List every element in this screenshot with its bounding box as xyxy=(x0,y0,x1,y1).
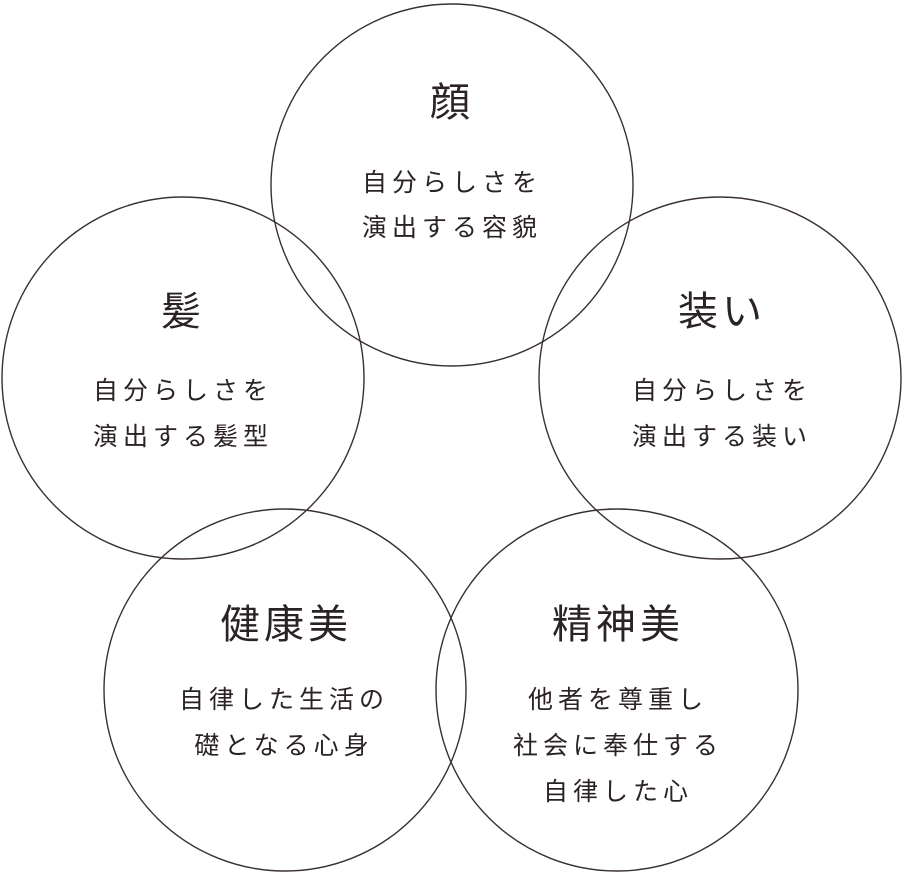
attire-title: 装い xyxy=(678,289,766,335)
attire-circle xyxy=(538,196,902,560)
hair-circle xyxy=(1,196,365,560)
face-title: 顔 xyxy=(430,80,474,126)
face-group: 顔 自分らしさを 演出する容貌 xyxy=(362,80,542,242)
spirit-title: 精神美 xyxy=(552,602,684,648)
hair-group: 髪 自分らしさを 演出する髪型 xyxy=(93,289,273,451)
spirit-desc-line-2: 社会に奉仕する xyxy=(513,731,723,760)
face-circle xyxy=(270,3,634,367)
hair-desc-line-2: 演出する髪型 xyxy=(93,422,273,451)
attire-group: 装い 自分らしさを 演出する装い xyxy=(632,289,812,451)
spirit-desc-line-3: 自律した心 xyxy=(543,777,693,806)
spirit-desc-line-1: 他者を尊重し xyxy=(528,685,708,714)
health-circle xyxy=(103,508,467,872)
hair-title: 髪 xyxy=(161,289,205,335)
spirit-group: 精神美 他者を尊重し 社会に奉仕する 自律した心 xyxy=(513,602,723,806)
health-title: 健康美 xyxy=(220,602,352,648)
circle-outlines xyxy=(1,3,902,872)
health-desc-line-2: 礎となる心身 xyxy=(194,731,373,760)
health-desc-line-1: 自律した生活の xyxy=(179,685,389,714)
health-group: 健康美 自律した生活の 礎となる心身 xyxy=(179,602,389,760)
attire-desc-line-1: 自分らしさを xyxy=(632,376,812,405)
spirit-circle xyxy=(435,508,799,872)
face-desc-line-1: 自分らしさを xyxy=(362,168,542,197)
attire-desc-line-2: 演出する装い xyxy=(632,422,812,451)
hair-desc-line-1: 自分らしさを xyxy=(93,376,273,405)
face-desc-line-2: 演出する容貌 xyxy=(362,213,542,242)
